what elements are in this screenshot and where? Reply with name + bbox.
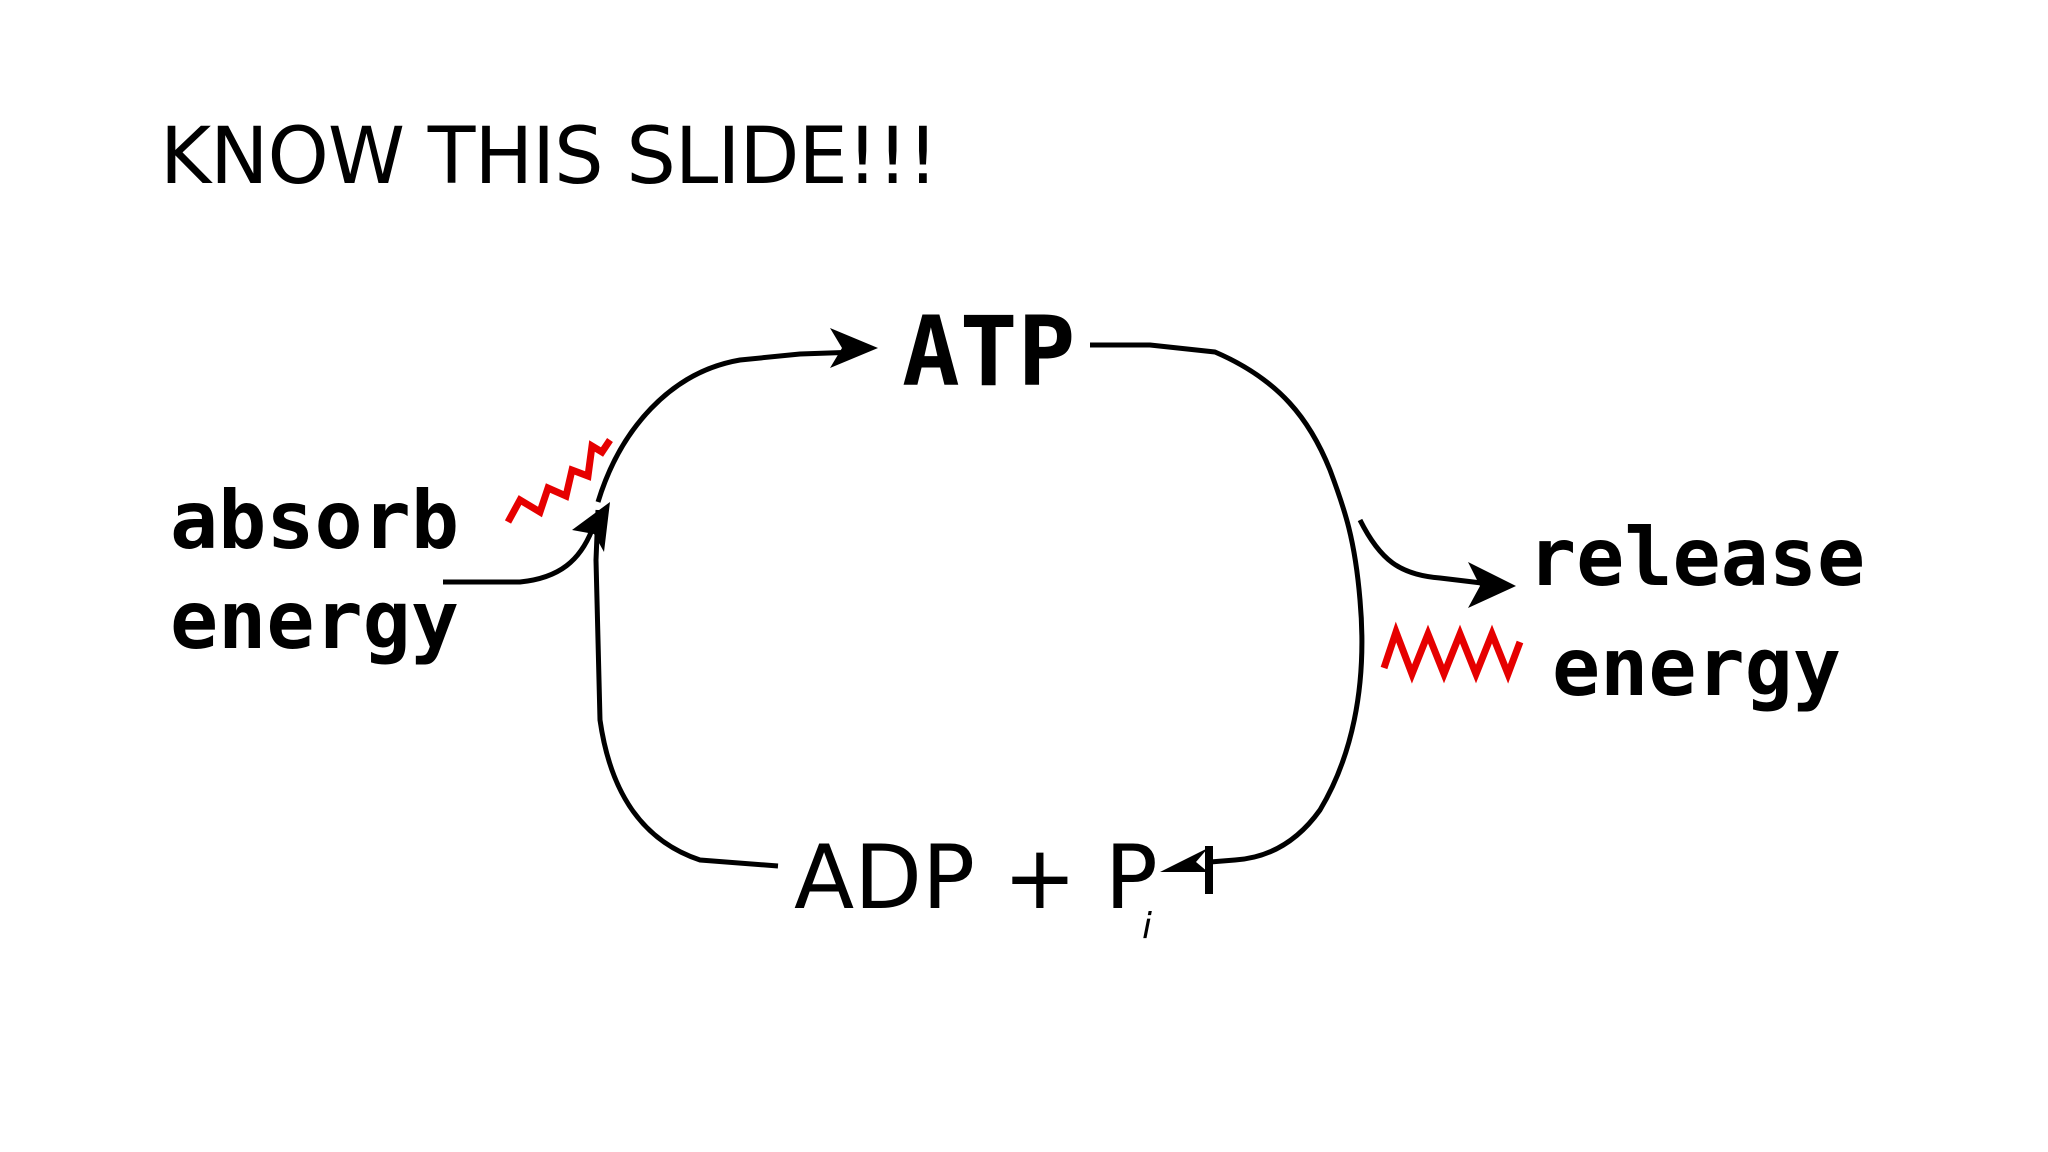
arrowhead-absorb: [572, 502, 610, 552]
arrowhead-to-adp: [1160, 848, 1208, 872]
pi-subscript: i: [1142, 906, 1152, 947]
release-energy-squiggle-icon: [1380, 621, 1524, 684]
absorb-input-line: [443, 529, 595, 585]
absorb-label-line2: energy: [170, 574, 459, 667]
arrowhead-release: [1468, 562, 1516, 608]
adp-pi-label: ADP + P: [794, 826, 1158, 929]
slide-title: KNOW THIS SLIDE!!!: [160, 112, 939, 202]
absorb-energy-squiggle-icon: [504, 438, 613, 524]
arc-to-atp: [595, 349, 859, 503]
arrowhead-to-atp: [830, 328, 878, 368]
atp-label: ATP: [902, 296, 1075, 408]
release-output-line: [1357, 518, 1491, 587]
arc-from-atp: [1090, 342, 1365, 865]
release-label-line2: energy: [1552, 621, 1841, 714]
release-label-line1: release: [1528, 511, 1865, 604]
arc-left-lower: [593, 509, 779, 869]
absorb-label-line1: absorb: [170, 474, 459, 567]
